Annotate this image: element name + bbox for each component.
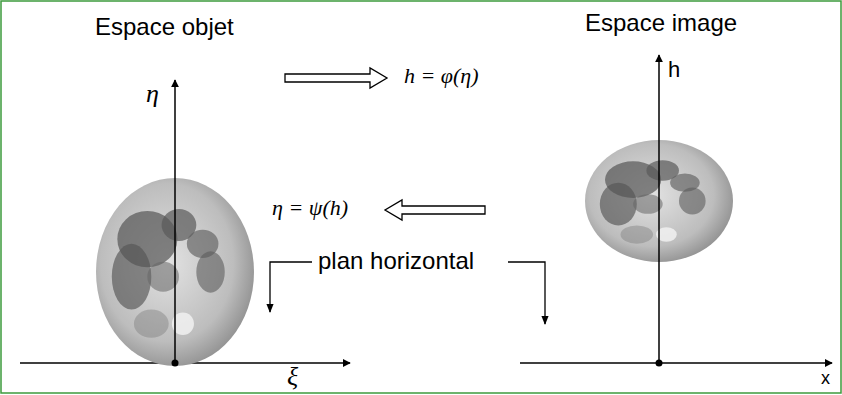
- annotation: plan horizontal: [318, 248, 474, 274]
- x-axis: [520, 362, 832, 364]
- axis-label: x: [821, 369, 830, 389]
- eta-axis: [174, 80, 176, 363]
- leader-line: [508, 262, 545, 324]
- axis-label: η: [146, 80, 159, 109]
- axis-label: h: [668, 58, 680, 82]
- origin-dot: [656, 360, 663, 367]
- inverse-arrow: [385, 200, 485, 220]
- h-axis: [658, 55, 660, 363]
- mapping-formula: η = ψ(h): [272, 196, 348, 220]
- mapping-formula: h = φ(η): [404, 64, 479, 88]
- mapping-arrow: [285, 68, 387, 88]
- leader-line: [270, 262, 312, 312]
- space-title: Espace objet: [95, 14, 234, 40]
- axis-label: ξ: [287, 363, 298, 392]
- origin-dot: [172, 360, 179, 367]
- space-title: Espace image: [585, 10, 737, 36]
